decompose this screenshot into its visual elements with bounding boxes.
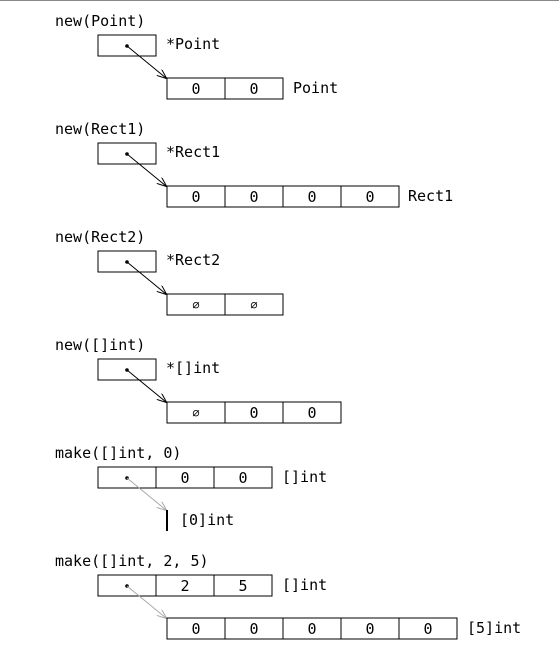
pointer-type-label: *[]int [166, 359, 220, 377]
section-new-rect1: new(Rect1) *Rect1 0 0 0 0 Rect1 [55, 120, 453, 208]
section-new-point: new(Point) *Point 0 0 Point [55, 12, 338, 100]
pointer-type-label: *Rect2 [166, 251, 220, 269]
cell-value: 2 [180, 577, 189, 595]
slice-arrow [126, 585, 166, 618]
pointer-arrow [126, 369, 166, 402]
pointer-type-label: *Rect1 [166, 143, 220, 161]
cell-value: 0 [307, 620, 316, 638]
cell-value: 0 [423, 620, 432, 638]
array-type-label: [5]int [467, 619, 521, 637]
nil-value: ∅ [192, 298, 199, 312]
empty-array [166, 510, 168, 531]
cell-value: 0 [249, 188, 258, 206]
cell-value: 0 [365, 620, 374, 638]
cell-value: 0 [180, 469, 189, 487]
pointer-arrow [126, 261, 166, 294]
struct-cell [340, 185, 400, 208]
slice-arrow [126, 477, 166, 510]
expr-label: new([]int) [55, 336, 145, 354]
struct-cell [224, 77, 284, 100]
slice-type-label: []int [282, 576, 327, 594]
cell-value: 0 [249, 80, 258, 98]
pointer-arrow [126, 45, 166, 78]
cell-value: 0 [249, 404, 258, 422]
cell-value: 0 [238, 469, 247, 487]
target-type-label: Rect1 [408, 187, 453, 205]
slice-type-label: []int [282, 468, 327, 486]
expr-label: new(Point) [55, 12, 145, 30]
cell-value: 0 [191, 620, 200, 638]
expr-label: new(Rect1) [55, 120, 145, 138]
cell-value: 0 [249, 620, 258, 638]
struct-cell [224, 293, 284, 316]
expr-label: make([]int, 2, 5) [55, 552, 209, 570]
cell-value: 0 [307, 404, 316, 422]
section-new-slice: new([]int) *[]int ∅ 0 0 [55, 336, 342, 424]
expr-label: make([]int, 0) [55, 444, 181, 462]
expr-label: new(Rect2) [55, 228, 145, 246]
nil-value: ∅ [250, 298, 257, 312]
cell-value: 5 [238, 577, 247, 595]
array-cell [398, 617, 458, 640]
cell-value: 0 [307, 188, 316, 206]
target-type-label: Point [293, 79, 338, 97]
cell-value: 0 [191, 188, 200, 206]
nil-value: ∅ [192, 406, 199, 420]
pointer-type-label: *Point [166, 35, 220, 53]
section-make-slice-0: make([]int, 0) 0 0 []int [0]int [55, 444, 327, 531]
slice-header-cell [213, 574, 273, 597]
slice-header-cell [213, 466, 273, 489]
array-type-label: [0]int [180, 511, 234, 529]
slice-header-cell [282, 401, 342, 424]
pointer-arrow [126, 153, 166, 186]
cell-value: 0 [365, 188, 374, 206]
cell-value: 0 [191, 80, 200, 98]
section-make-slice-2-5: make([]int, 2, 5) 2 5 []int 0 0 0 0 0 [5… [55, 552, 521, 640]
section-new-rect2: new(Rect2) *Rect2 ∅ ∅ [55, 228, 284, 316]
